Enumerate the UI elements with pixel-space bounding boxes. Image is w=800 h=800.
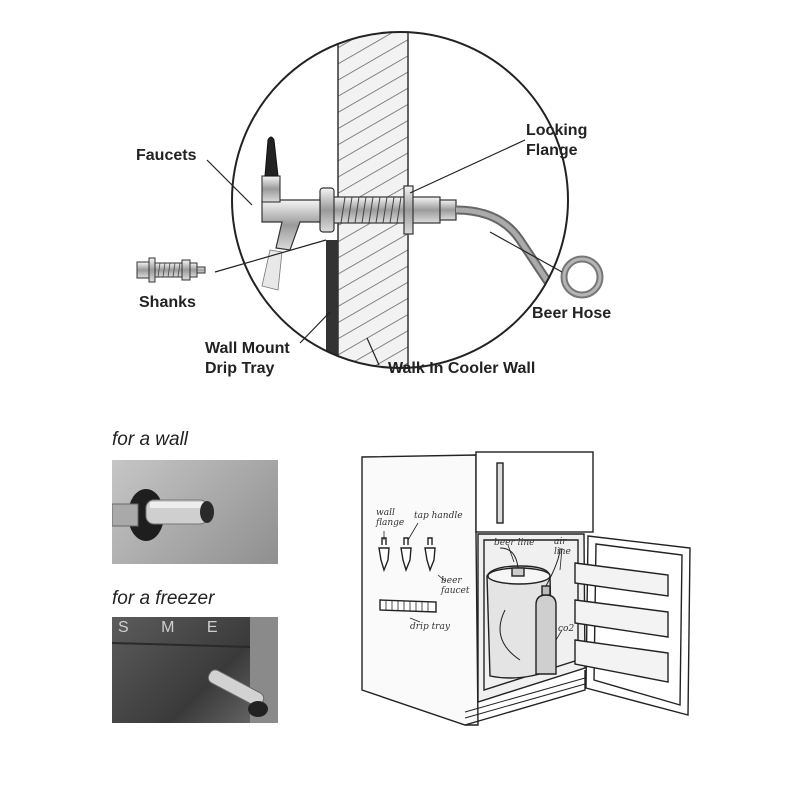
locking-flange [403, 185, 414, 235]
sketch-label-beer-faucet: beer faucet [441, 576, 470, 596]
sketch-label-beer-line: beer line [494, 538, 535, 548]
label-shanks: Shanks [139, 294, 196, 311]
sketch-label-co2: co2 [558, 624, 575, 634]
wall-mount-drip-tray [326, 240, 338, 360]
beer-hose-coil [560, 255, 604, 299]
label-beer-hose: Beer Hose [532, 305, 612, 322]
label-locking-flange: Locking Flange [526, 122, 588, 159]
sketch-label-tap-handle: tap handle [414, 511, 463, 521]
label-cooler-wall: Walk In Cooler Wall [388, 360, 536, 377]
sketch-label-wall-flange: wall flange [376, 508, 405, 528]
caption-for-a-wall: for a wall [112, 429, 189, 450]
freezer-brand-lettering: S M E [118, 619, 232, 636]
faucet [261, 136, 321, 291]
sketch-label-drip-tray: drip tray [410, 622, 450, 632]
caption-for-a-freezer: for a freezer [112, 588, 215, 609]
freezer-shank-photo-art [112, 617, 278, 723]
label-drip-tray: Wall Mount Drip Tray [205, 340, 290, 377]
kegerator-sketch [361, 451, 691, 726]
freezer-photo: S M E [112, 617, 278, 723]
sketch-label-air-line: air line [554, 537, 571, 557]
label-faucets: Faucets [136, 147, 197, 164]
wall-shank-photo-art [112, 489, 214, 541]
wall-photo [112, 460, 278, 564]
shank-part [136, 257, 206, 283]
cutaway-circle [232, 32, 568, 368]
